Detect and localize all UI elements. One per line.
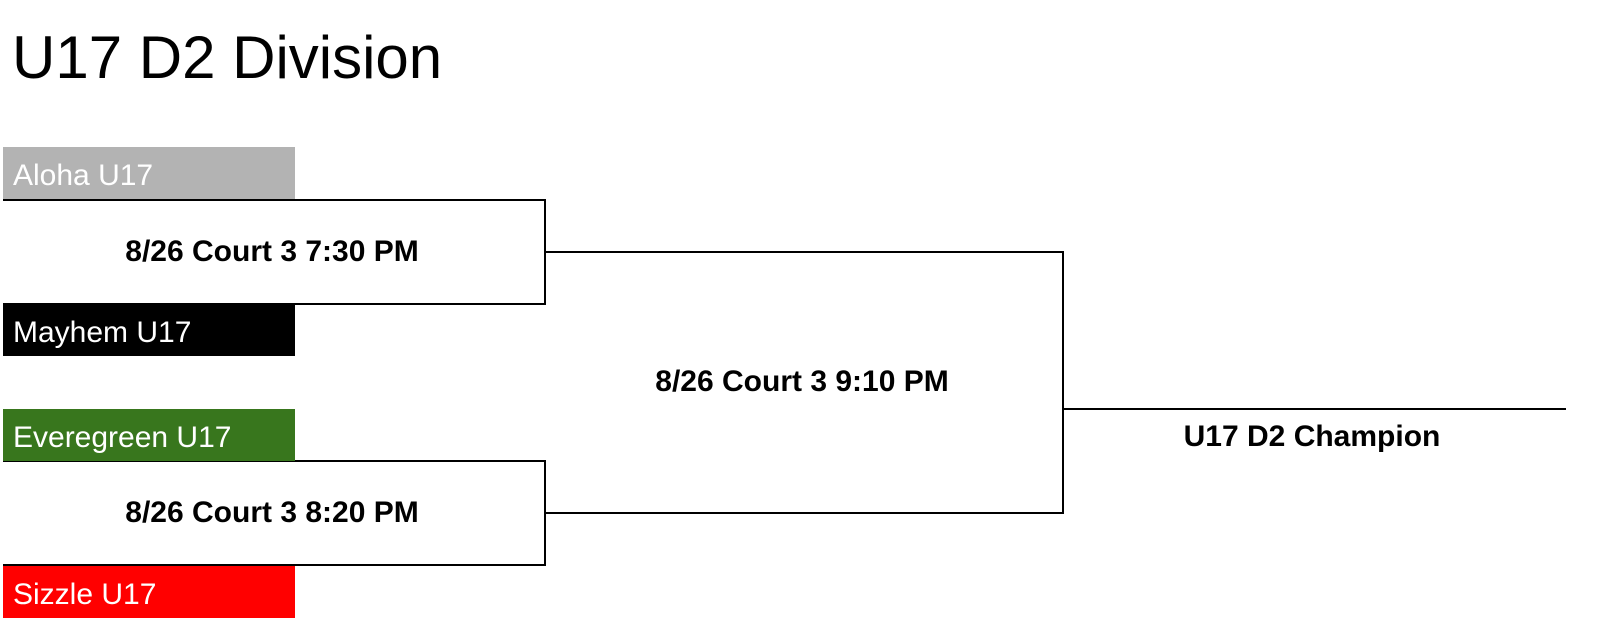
division-title: U17 D2 Division xyxy=(12,24,443,91)
team-mayhem: Mayhem U17 xyxy=(3,304,295,356)
champion-label: U17 D2 Champion xyxy=(1183,420,1441,453)
team-aloha: Aloha U17 xyxy=(3,147,295,199)
team-sizzle: Sizzle U17 xyxy=(3,566,295,618)
final-game: 8/26 Court 3 9:10 PM xyxy=(655,365,949,398)
semifinal-2-game: 8/26 Court 3 8:20 PM xyxy=(125,496,419,529)
team-everegreen: Everegreen U17 xyxy=(3,409,295,461)
final-bracket-line xyxy=(545,251,1064,514)
semifinal-1-game: 8/26 Court 3 7:30 PM xyxy=(125,235,419,268)
